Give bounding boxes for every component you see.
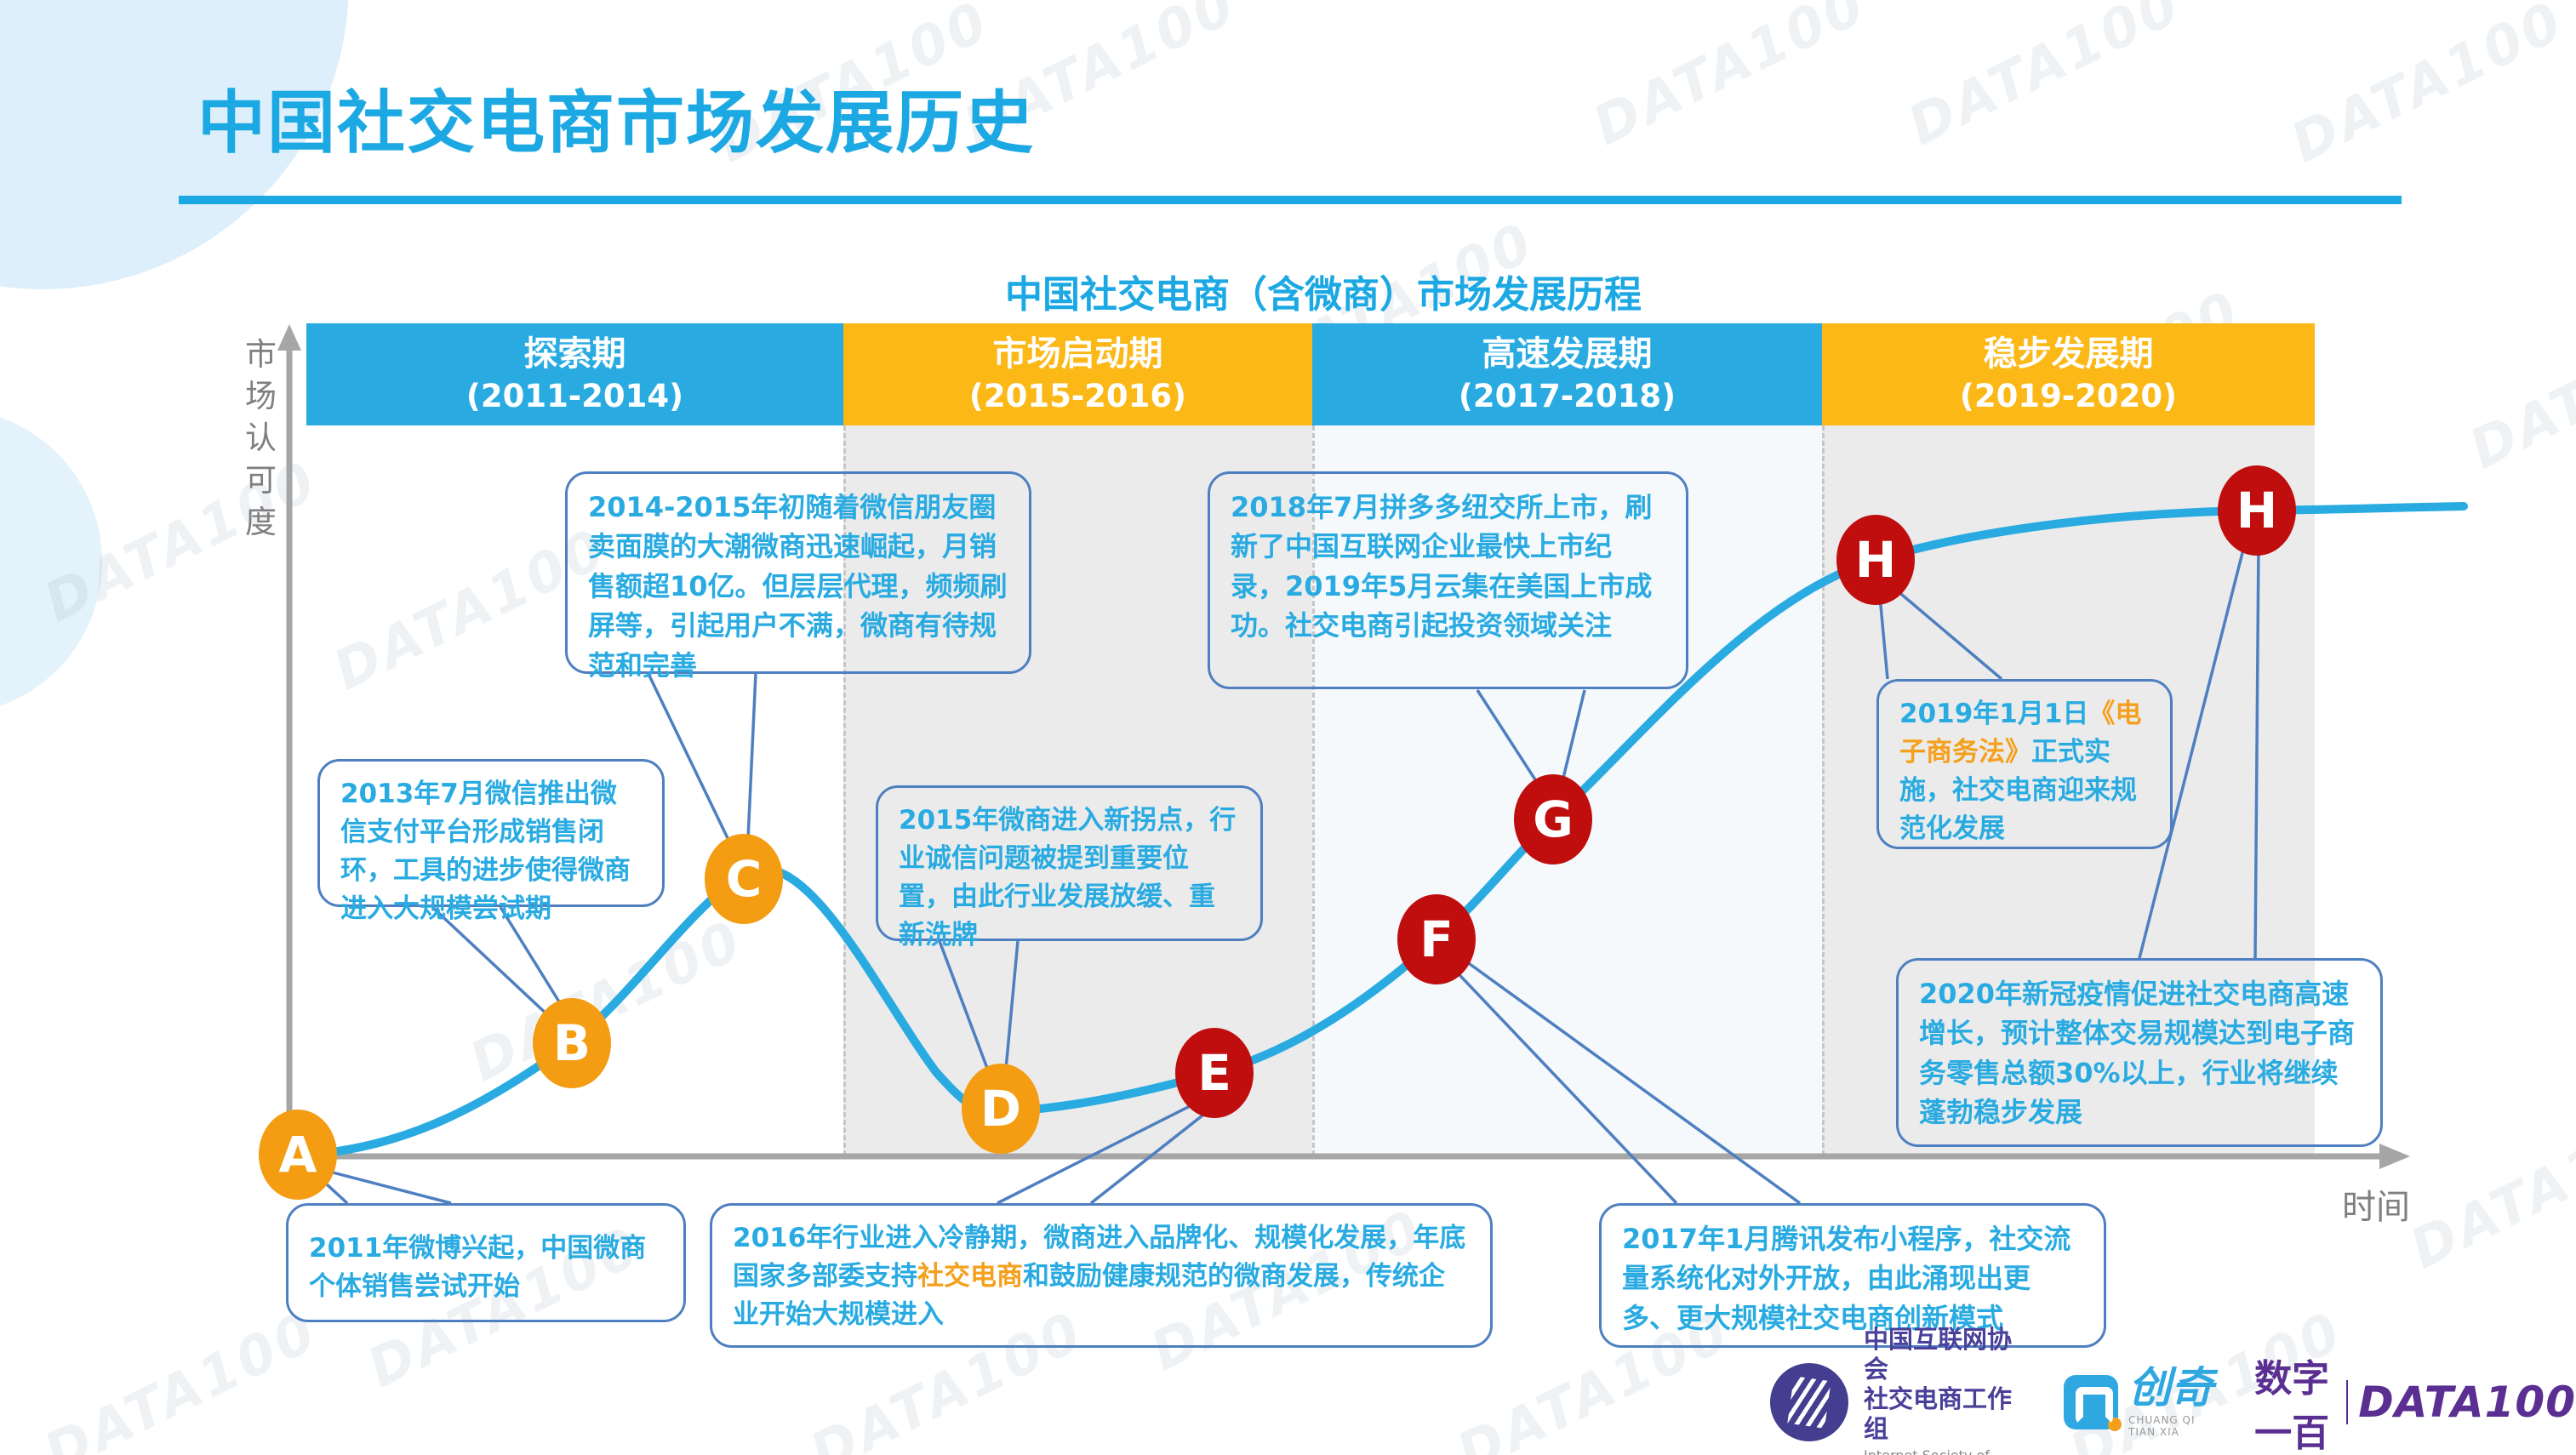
callout-text: 2018年7月拼多多纽交所上市，刷新了中国互联网企业最快上市纪录，2019年5月… — [1231, 491, 1653, 642]
phase-separator-2 — [1312, 425, 1315, 1155]
callout-2016: 2016年行业进入冷静期，微商进入品牌化、规模化发展，年底国家多部委支持社交电商… — [710, 1203, 1493, 1348]
callout-text: 和鼓励健康规范的微商发展，传统企业开始大规模进入 — [733, 1260, 1445, 1330]
marker-C: C — [705, 834, 783, 924]
chuangqi-dot-icon — [2108, 1418, 2122, 1431]
callout-text: 2013年7月微信推出微信支付平台形成销售闭环，工具的进步使得微商进入大规模尝试… — [340, 779, 631, 924]
phase-name: 探索期 — [523, 334, 626, 374]
adoption-curve — [294, 502, 2468, 1160]
phase-name: 高速发展期 — [1482, 334, 1653, 374]
x-axis-arrow-icon — [2379, 1144, 2410, 1169]
callout-highlight-text: 《电子商务法》 — [1899, 699, 2142, 767]
x-axis-label: 时间 — [2342, 1188, 2410, 1227]
callout-highlight-text: 社交电商 — [917, 1260, 1023, 1292]
data100-en: DATA100 — [2358, 1378, 2576, 1427]
phase-header-market-start: 市场启动期 (2015-2016) — [843, 323, 1312, 425]
callout-text: 2015年微商进入新拐点，行业诚信问题被提到重要位置，由此行业发展放缓、重新洗牌 — [899, 805, 1237, 950]
footer-logos: 中国互联网协会 社交电商工作组 Internet Society of Chin… — [1770, 1325, 2576, 1455]
data100-cn: 数字一百 — [2254, 1357, 2330, 1455]
phase-name: 稳步发展期 — [1983, 334, 2154, 374]
callout-2017: 2017年1月腾讯发布小程序，社交流量系统化对外开放，由此涌现出更多、更大规模社… — [1599, 1203, 2106, 1348]
phase-separator-3 — [1822, 425, 1825, 1155]
callout-text: 2016年行业进入冷静期，微商进入品牌化、规模化发展，年底国家多部委支持 — [733, 1223, 1466, 1292]
callout-text: 2011年微博兴起，中国微商个体销售尝试开始 — [309, 1233, 647, 1302]
marker-G: G — [1514, 774, 1592, 864]
phase-header-rapid-growth: 高速发展期 (2017-2018) — [1312, 323, 1822, 425]
marker-A: A — [259, 1110, 337, 1200]
callout-2020: 2020年新冠疫情促进社交电商高速增长，预计整体交易规模达到电子商务零售总额30… — [1896, 958, 2383, 1147]
phase-header-steady-growth: 稳步发展期 (2019-2020) — [1822, 323, 2315, 425]
marker-B: B — [533, 998, 611, 1088]
marker-E: E — [1175, 1028, 1254, 1118]
callout-text: 2017年1月腾讯发布小程序，社交流量系统化对外开放，由此涌现出更多、更大规模社… — [1622, 1223, 2071, 1334]
phase-separator-1 — [843, 425, 846, 1155]
marker-H1: H — [1836, 515, 1915, 605]
isc-org-line1: 中国互联网协会 — [1864, 1325, 2013, 1384]
callout-text: 2020年新冠疫情促进社交电商高速增长，预计整体交易规模达到电子商务零售总额30… — [1919, 978, 2356, 1129]
phase-years: (2019-2020) — [1959, 377, 2178, 414]
callout-2013: 2013年7月微信推出微信支付平台形成销售闭环，工具的进步使得微商进入大规模尝试… — [317, 759, 665, 924]
callout-2019: 2019年1月1日《电子商务法》正式实施，社交电商迎来规范化发展 — [1876, 679, 2173, 849]
isc-org-line2: 社交电商工作组 — [1864, 1384, 2013, 1443]
callout-text: 2019年1月1日 — [1899, 699, 2089, 729]
callout-2014: 2014-2015年初随着微信朋友圈卖面膜的大潮微商迅速崛起，月销售额超10亿。… — [565, 471, 1031, 682]
marker-H2: H — [2218, 465, 2296, 556]
marker-F: F — [1397, 894, 1476, 984]
phase-name: 市场启动期 — [992, 334, 1163, 374]
page-title: 中国社交电商市场发展历史 — [197, 83, 1035, 163]
data100-logo: 数字一百 DATA100 — [2254, 1348, 2576, 1455]
chuangqi-logo: 创奇 CHUANG QI TIAN XIA — [2064, 1367, 2217, 1438]
y-axis-arrow-icon — [277, 324, 301, 351]
callout-2011: 2011年微博兴起，中国微商个体销售尝试开始 — [286, 1203, 686, 1322]
callout-2015: 2015年微商进入新拐点，行业诚信问题被提到重要位置，由此行业发展放缓、重新洗牌 — [876, 785, 1263, 950]
isc-org-en: Internet Society of China — [1864, 1447, 2025, 1455]
marker-D: D — [962, 1064, 1040, 1154]
callout-2018: 2018年7月拼多多纽交所上市，刷新了中国互联网企业最快上市纪录，2019年5月… — [1208, 471, 1688, 689]
data100-divider — [2346, 1380, 2349, 1424]
chart-title: 中国社交电商（含微商）市场发展历程 — [1005, 273, 1642, 317]
internet-society-logo-icon — [1770, 1363, 1848, 1441]
phase-years: (2017-2018) — [1458, 377, 1676, 414]
phase-years: (2015-2016) — [968, 377, 1187, 414]
y-axis-label: 市场认可度 — [245, 336, 277, 540]
chuangqi-name: 创奇 — [2128, 1363, 2214, 1412]
title-underline — [179, 196, 2402, 204]
phase-header-exploration: 探索期 (2011-2014) — [306, 323, 843, 425]
chuangqi-subtitle: CHUANG QI TIAN XIA — [2128, 1414, 2196, 1438]
phase-years: (2011-2014) — [466, 377, 684, 414]
chuangqi-logo-icon — [2064, 1375, 2122, 1431]
callout-text: 2014-2015年初随着微信朋友圈卖面膜的大潮微商迅速崛起，月销售额超10亿。… — [588, 491, 1008, 682]
callout-text: 正式实施，社交电商迎来规范化发展 — [1899, 736, 2137, 844]
internet-society-text: 中国互联网协会 社交电商工作组 Internet Society of Chin… — [1864, 1325, 2025, 1455]
